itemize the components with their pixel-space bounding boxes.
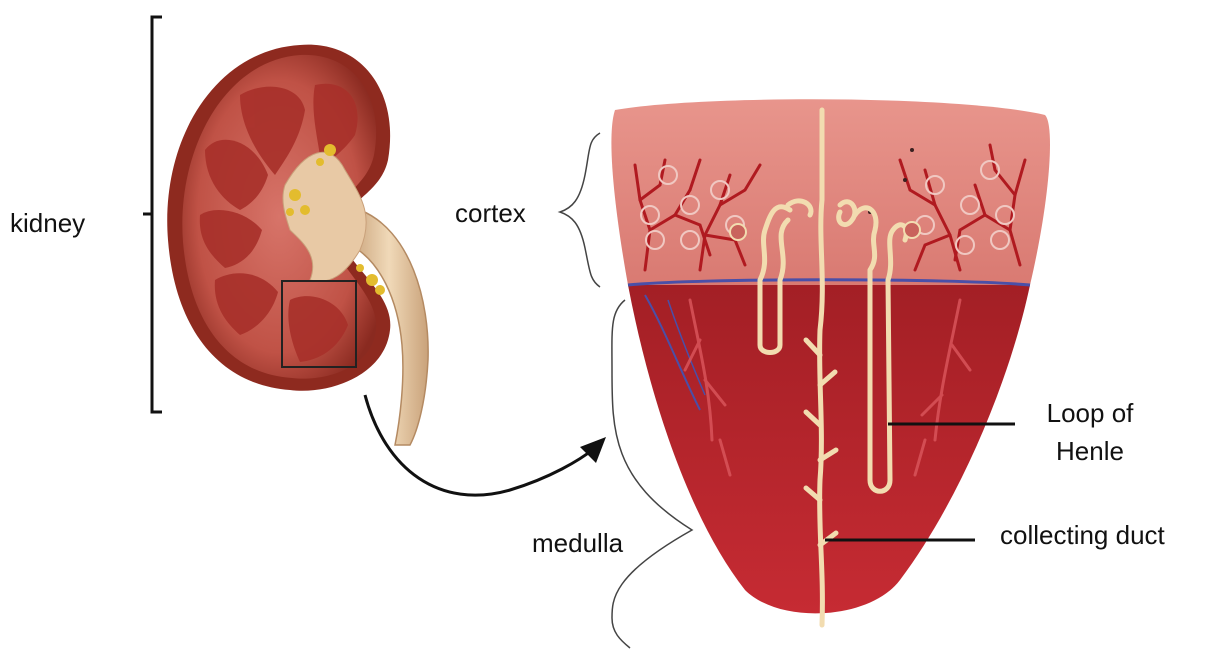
kidney-illustration: [167, 45, 428, 445]
label-collecting-duct: collecting duct: [1000, 520, 1165, 551]
renal-pyramid-zoom: [611, 99, 1050, 625]
label-kidney: kidney: [10, 208, 85, 239]
label-cortex: cortex: [455, 198, 526, 229]
label-loop-line1: Loop of: [1030, 395, 1150, 433]
kidney-bracket: [143, 17, 162, 412]
label-loop-of-henle: Loop of Henle: [1030, 395, 1150, 470]
label-loop-line2: Henle: [1030, 433, 1150, 471]
label-medulla: medulla: [532, 528, 623, 559]
